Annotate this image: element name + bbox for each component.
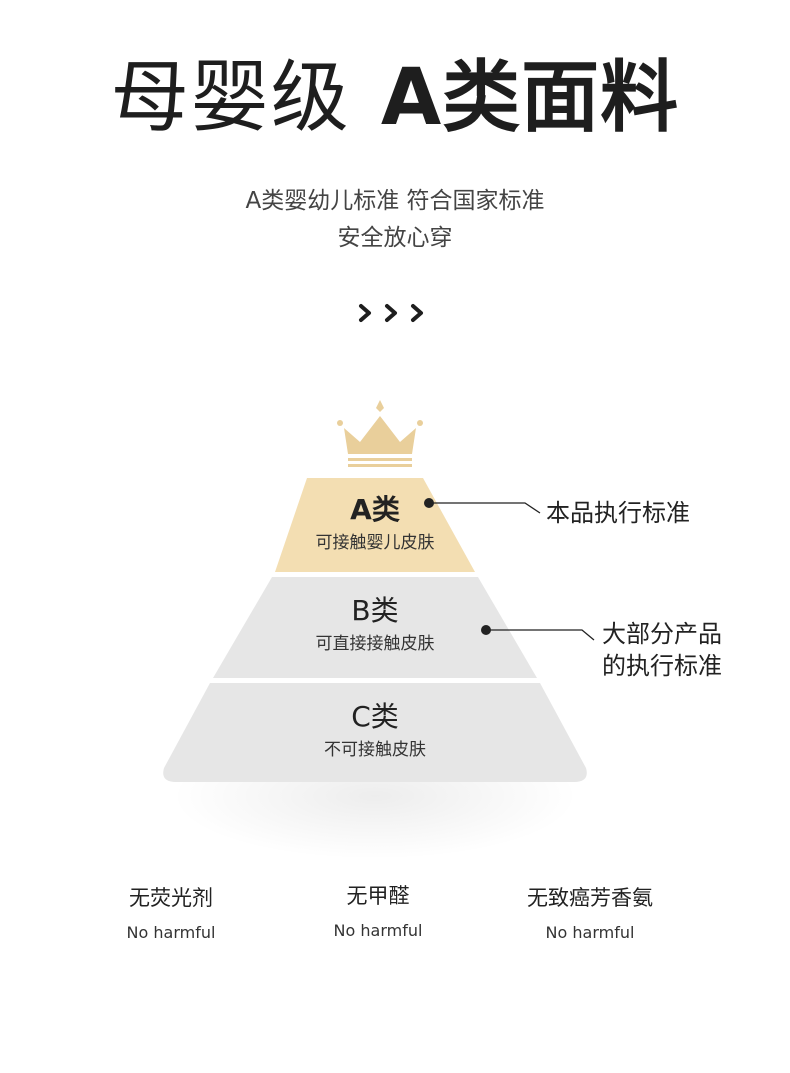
feature-2-subtitle: No harmful — [333, 921, 423, 940]
tier-b-desc: 可直接接触皮肤 — [315, 634, 435, 654]
subtitle-line-2: 安全放心穿 — [337, 225, 453, 251]
tier-c-label: C类 不可接触皮肤 — [275, 700, 475, 762]
callout-a-line-1: 本品执行标准 — [546, 499, 690, 527]
feature-3-subtitle: No harmful — [545, 923, 635, 942]
callout-b-line-2: 的执行标准 — [602, 652, 722, 680]
tier-a-title: A类 — [350, 493, 400, 526]
tier-c-shape — [163, 683, 587, 782]
page-title: 母婴级 A类面料 — [0, 52, 790, 144]
feature-no-aromatic-amine: 无致癌芳香氨 No harmful — [480, 884, 700, 944]
feature-2-title: 无甲醛 — [346, 884, 410, 908]
tier-b-shape — [213, 577, 537, 678]
feature-1-title: 无荧光剂 — [129, 886, 213, 910]
callout-b-text: 大部分产品 的执行标准 — [602, 618, 722, 682]
pyramid-shadow — [170, 780, 580, 860]
feature-3-title: 无致癌芳香氨 — [527, 886, 653, 910]
callout-a-text: 本品执行标准 — [546, 497, 690, 529]
title-bold: A类面料 — [380, 53, 680, 143]
title-light: 母婴级 — [110, 53, 351, 143]
feature-no-formaldehyde: 无甲醛 No harmful — [268, 882, 488, 942]
callout-b-line-1: 大部分产品 — [602, 620, 722, 648]
subtitle-line-1: A类婴幼儿标准 符合国家标准 — [245, 188, 545, 214]
tier-c-title: C类 — [351, 700, 399, 733]
feature-no-fluorescent: 无荧光剂 No harmful — [61, 884, 281, 944]
triple-chevron-right-icon — [359, 304, 423, 322]
tier-c-desc: 不可接触皮肤 — [324, 740, 426, 760]
callout-b-line — [486, 629, 595, 641]
crown-icon — [337, 400, 423, 467]
tier-b-label: B类 可直接接触皮肤 — [275, 594, 475, 656]
tier-a-label: A类 可接触婴儿皮肤 — [275, 493, 475, 555]
tier-a-desc: 可接触婴儿皮肤 — [315, 533, 435, 553]
feature-1-subtitle: No harmful — [126, 923, 216, 942]
tier-b-title: B类 — [351, 594, 399, 627]
callout-a-line — [429, 502, 541, 514]
